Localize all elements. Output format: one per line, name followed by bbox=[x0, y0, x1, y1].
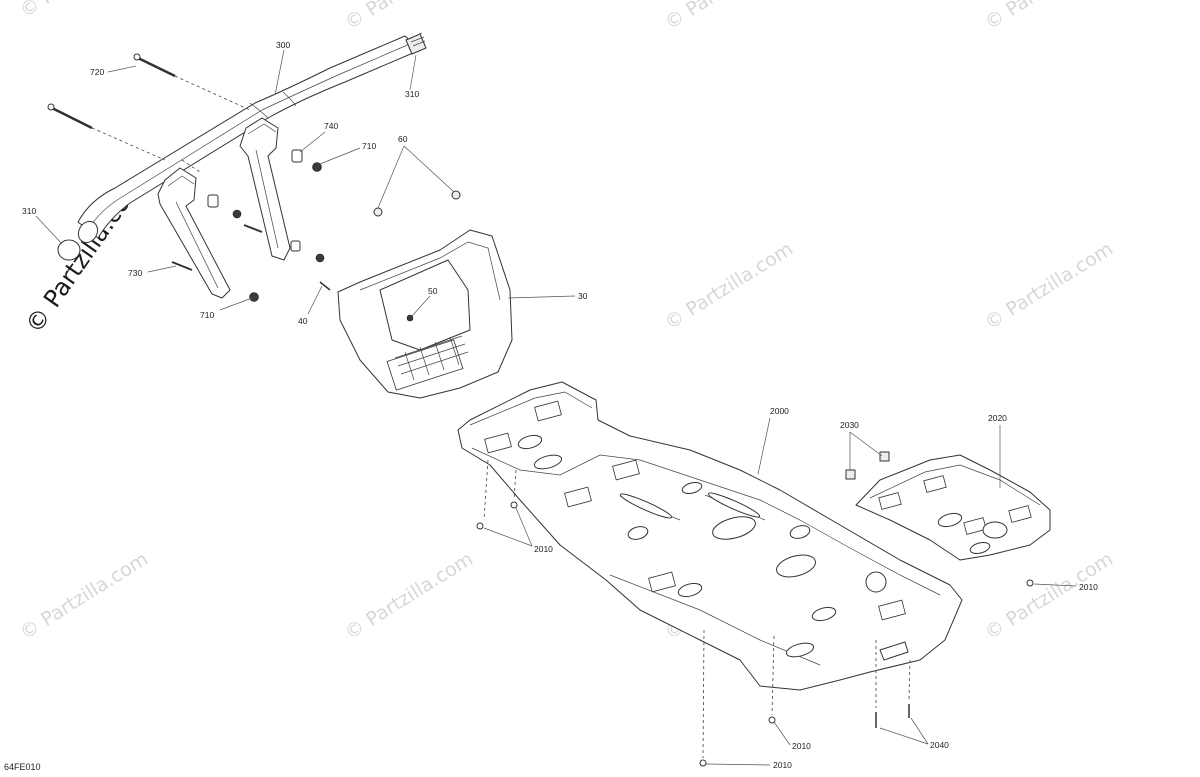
part-300-bar bbox=[77, 35, 421, 244]
part-310-cap-left bbox=[57, 239, 81, 261]
clip-2030-a bbox=[845, 469, 856, 480]
watermark: © Partzilla.com bbox=[341, 548, 477, 644]
callout-710: 710 bbox=[362, 141, 376, 151]
callout-2010: 2010 bbox=[773, 760, 792, 770]
bolt-730-a bbox=[243, 224, 263, 233]
fastener-2010 bbox=[768, 716, 776, 724]
fastener-2010 bbox=[476, 522, 484, 530]
fastener-2010 bbox=[510, 501, 518, 509]
callout-740: 740 bbox=[324, 121, 338, 131]
callout-2020: 2020 bbox=[988, 413, 1007, 423]
callout-30: 30 bbox=[578, 291, 588, 301]
nut-710-b bbox=[232, 209, 242, 219]
spacer-740 bbox=[291, 149, 303, 163]
nut-710-d bbox=[249, 292, 259, 302]
callout-2010: 2010 bbox=[792, 741, 811, 751]
callout-730: 730 bbox=[128, 268, 142, 278]
callout-60: 60 bbox=[398, 134, 408, 144]
watermark: © Partzilla.com bbox=[981, 238, 1117, 334]
bracket-right bbox=[239, 117, 291, 261]
bolt-720-lower bbox=[47, 103, 93, 130]
part-2000-skid-plate bbox=[457, 381, 963, 691]
callout-2030: 2030 bbox=[840, 420, 859, 430]
bracket-left bbox=[157, 167, 231, 299]
fastener-2010 bbox=[1026, 579, 1034, 587]
callout-2000: 2000 bbox=[770, 406, 789, 416]
watermark: © Partzilla.com bbox=[16, 0, 152, 22]
nut-710-c bbox=[315, 253, 325, 263]
part-310-cap-top bbox=[405, 32, 427, 55]
watermark: © Partzilla.com bbox=[661, 0, 797, 34]
callout-50: 50 bbox=[428, 286, 438, 296]
watermark: © Partzilla.com bbox=[981, 0, 1117, 34]
callout-40: 40 bbox=[298, 316, 308, 326]
callout-2040: 2040 bbox=[930, 740, 949, 750]
clip-2030-b bbox=[879, 451, 890, 462]
nut-710-a bbox=[312, 162, 322, 172]
spacer-740-b bbox=[207, 194, 219, 208]
bolt-720-upper bbox=[133, 53, 176, 78]
callout-300: 300 bbox=[276, 40, 290, 50]
callout-310: 310 bbox=[405, 89, 419, 99]
spacer-b bbox=[290, 240, 301, 252]
callout-310: 310 bbox=[22, 206, 36, 216]
part-30-panel bbox=[337, 229, 513, 399]
bolt-730-b bbox=[171, 261, 193, 271]
callout-710: 710 bbox=[200, 310, 214, 320]
callout-2010: 2010 bbox=[534, 544, 553, 554]
watermark: © Partzilla.com bbox=[341, 0, 477, 34]
clip-60-a bbox=[373, 207, 383, 217]
screw-40 bbox=[319, 281, 331, 291]
callout-labels: 300 310 720 310 740 710 60 730 50 30 40 … bbox=[22, 40, 1098, 770]
watermark: © Partzilla.com bbox=[16, 548, 152, 644]
leader-lines bbox=[35, 49, 1077, 766]
part-2020-rear-plate bbox=[855, 454, 1051, 561]
callout-720: 720 bbox=[90, 67, 104, 77]
watermark: © Partzilla.com bbox=[661, 238, 797, 334]
watermark: © Partzilla.com bbox=[981, 548, 1117, 644]
fastener-2010 bbox=[699, 759, 707, 767]
clip-60-b bbox=[451, 190, 461, 200]
callout-2010: 2010 bbox=[1079, 582, 1098, 592]
diagram-reference: 64FE010 bbox=[4, 762, 41, 772]
